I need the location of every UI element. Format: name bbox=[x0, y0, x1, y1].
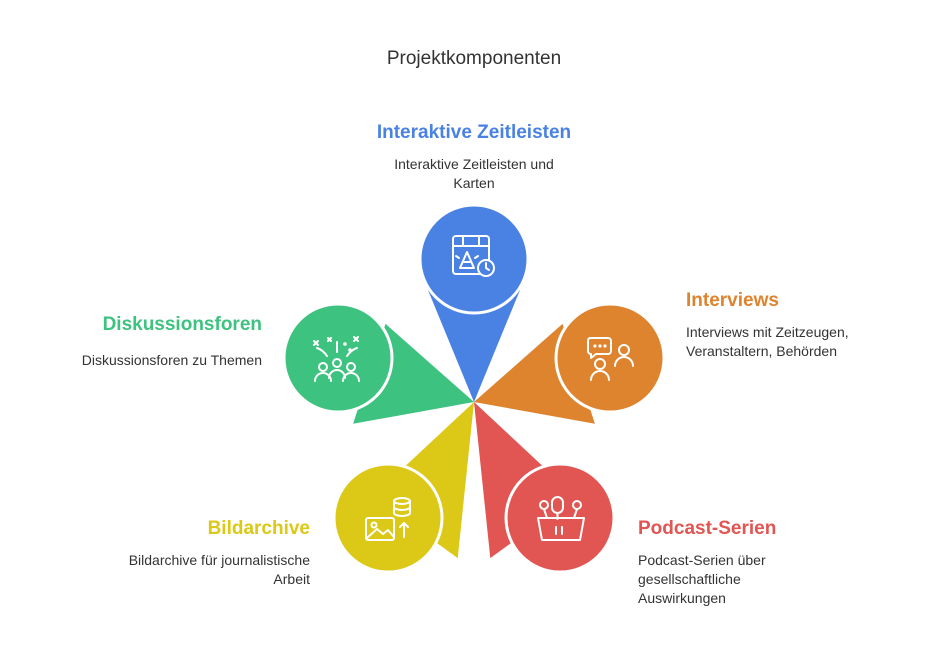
label-podcast-serien: Podcast-Serien Podcast-Serien über gesel… bbox=[638, 517, 858, 608]
label-interviews: Interviews Interviews mit Zeitzeugen, Ve… bbox=[686, 289, 926, 361]
heading-podcast-serien: Podcast-Serien bbox=[638, 518, 777, 539]
label-interaktive-zeitleisten: Interaktive Zeitleisten Interaktive Zeit… bbox=[354, 121, 594, 193]
description-diskussionsforen: Diskussionsforen zu Themen bbox=[81, 352, 262, 368]
description-interviews: Interviews mit Zeitzeugen, Veranstaltern… bbox=[686, 324, 849, 359]
heading-interaktive-zeitleisten: Interaktive Zeitleisten bbox=[376, 122, 572, 143]
label-bildarchive: Bildarchive Bildarchive für journalistis… bbox=[60, 517, 310, 589]
petal-diskussionsforen bbox=[282, 302, 474, 424]
speech-bubble-people-icon bbox=[587, 337, 634, 381]
label-diskussionsforen: Diskussionsforen Diskussionsforen zu The… bbox=[22, 313, 262, 370]
timeline-map-clock-icon bbox=[452, 235, 495, 277]
heading-diskussionsforen: Diskussionsforen bbox=[102, 314, 262, 335]
heading-interviews: Interviews bbox=[686, 290, 779, 311]
microphone-podium-icon bbox=[537, 496, 585, 541]
heading-bildarchive: Bildarchive bbox=[207, 518, 310, 539]
petal-podcast-serien bbox=[474, 402, 616, 574]
petal-interviews bbox=[474, 302, 666, 424]
description-podcast-serien: Podcast-Serien über gesellschaftliche Au… bbox=[638, 552, 766, 606]
petal-bildarchive bbox=[332, 402, 474, 574]
description-bildarchive: Bildarchive für journalistische Arbeit bbox=[128, 552, 310, 587]
diagram-title: Projektkomponenten bbox=[386, 48, 562, 69]
description-interaktive-zeitleisten: Interaktive Zeitleisten und Karten bbox=[394, 156, 554, 191]
image-database-icon bbox=[365, 497, 411, 541]
petal-interaktive-zeitleisten bbox=[418, 203, 530, 402]
group-discussion-icon bbox=[313, 336, 360, 382]
